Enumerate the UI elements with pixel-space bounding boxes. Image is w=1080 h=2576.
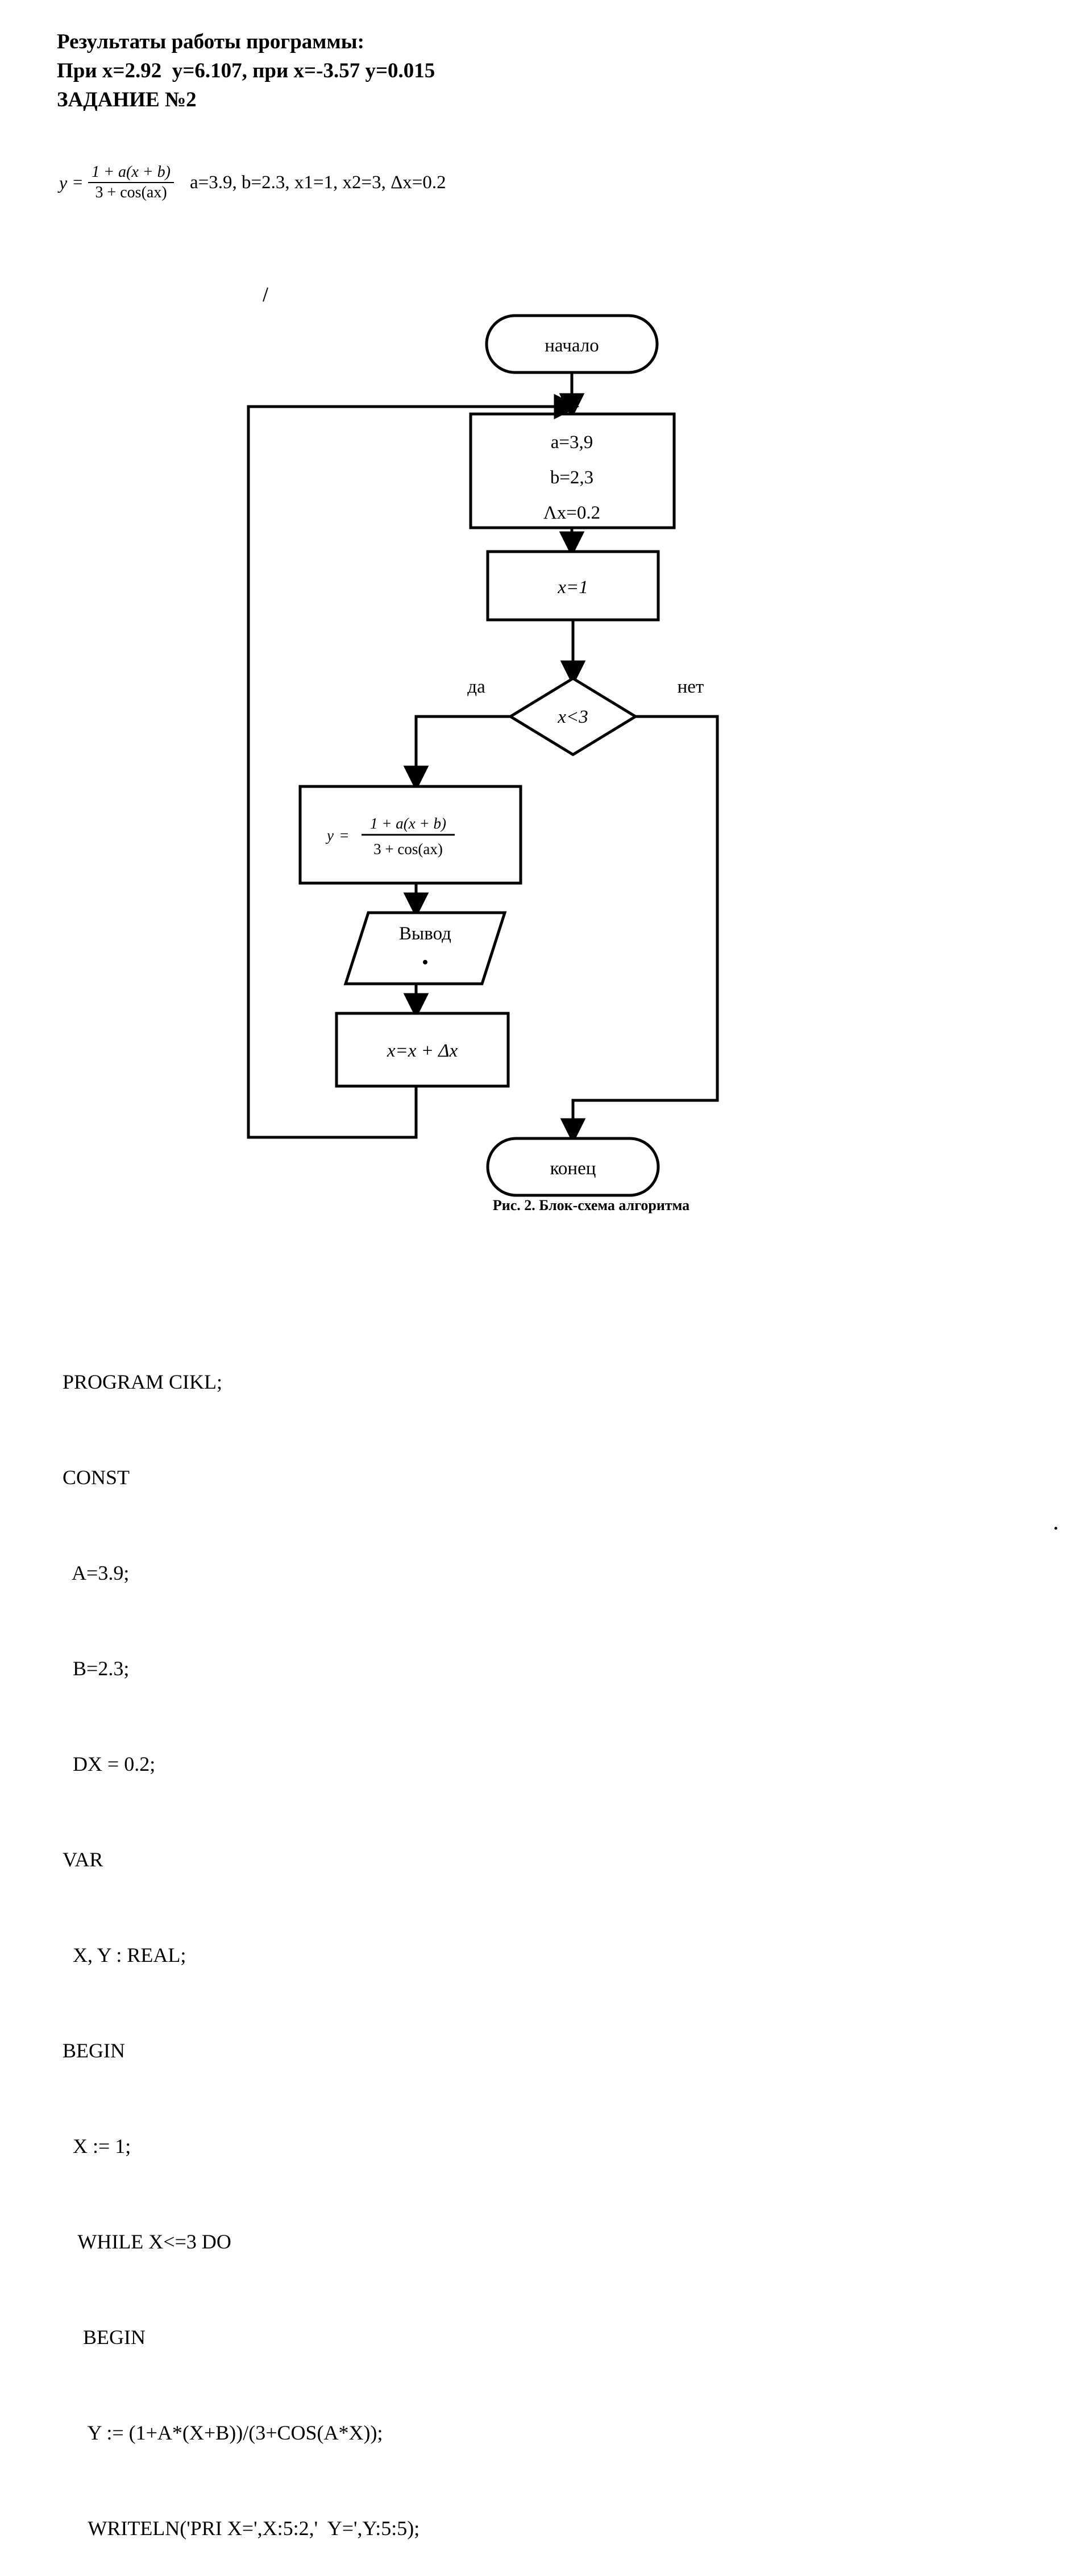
task-formula-equals: = xyxy=(73,173,83,192)
flow-node-init-b: b=2,3 xyxy=(550,467,593,488)
heading-line-values: При x=2.92 y=6.107, при x=-3.57 y=0.015 xyxy=(57,59,435,82)
code-line: BEGIN xyxy=(63,2326,146,2349)
code-line: X := 1; xyxy=(63,2135,131,2157)
task-formula-numerator: 1 + a(x + b) xyxy=(92,163,171,181)
flow-node-start: начало xyxy=(485,314,659,374)
task-formula: y = 1 + a(x + b) 3 + cos(ax) xyxy=(59,163,174,202)
code-line: WHILE X<=3 DO xyxy=(63,2230,231,2253)
flow-node-decision: x<3 xyxy=(508,677,638,756)
fraction-bar xyxy=(88,182,174,183)
flow-node-init-dx: Λx=0.2 xyxy=(543,503,600,523)
flow-node-start-label: начало xyxy=(545,336,599,356)
code-line: PROGRAM CIKL; xyxy=(63,1370,223,1393)
flow-node-decision-label: x<3 xyxy=(557,707,588,727)
flow-node-assign-x-label: x=1 xyxy=(557,577,588,598)
code-line: CONST xyxy=(63,1466,130,1489)
flow-node-calc-lhs: y xyxy=(325,827,334,844)
flow-node-output-label: Вывод xyxy=(399,923,451,944)
task-parameters: a=3.9, b=2.3, x1=1, x2=3, Δx=0.2 xyxy=(190,172,446,193)
flow-node-calc-denominator: 3 + cos(ax) xyxy=(373,840,443,858)
heading-line-task-number: ЗАДАНИЕ №2 xyxy=(57,88,197,111)
task-formula-lhs: y xyxy=(59,172,68,193)
scan-speck xyxy=(1054,1527,1057,1530)
flow-node-calc: y = 1 + a(x + b) 3 + cos(ax) xyxy=(298,785,522,885)
figure-caption: Рис. 2. Блок-схема алгоритма xyxy=(0,1197,1080,1214)
connector-no-branch xyxy=(560,715,719,1144)
code-line: VAR xyxy=(63,1848,103,1871)
figure-caption-text: Рис. 2. Блок-схема алгоритма xyxy=(492,1197,690,1214)
flowchart-diagram: начало a=3,9 b=2,3 Λx=0.2 x=1 x<3 да нет… xyxy=(247,314,719,1197)
flow-node-init-a: a=3,9 xyxy=(551,432,593,453)
code-line: Y := (1+A*(X+B))/(3+COS(A*X)); xyxy=(63,2421,383,2444)
task-formula-row: y = 1 + a(x + b) 3 + cos(ax) a=3.9, b=2.… xyxy=(59,163,446,202)
flow-node-calc-numerator: 1 + a(x + b) xyxy=(370,815,446,832)
task-formula-fraction: 1 + a(x + b) 3 + cos(ax) xyxy=(88,163,174,202)
branch-label-no: нет xyxy=(678,677,704,697)
flow-node-calc-equals: = xyxy=(340,827,348,844)
connector-loop-back xyxy=(247,394,580,1139)
scan-artifact-tick xyxy=(263,287,268,302)
code-line: X, Y : REAL; xyxy=(63,1944,186,1966)
flow-node-increment: x=x + Δx xyxy=(335,1012,510,1088)
results-heading-block: Результаты работы программы: При x=2.92 … xyxy=(57,27,909,114)
branch-label-yes: да xyxy=(467,677,485,697)
flow-node-end: конец xyxy=(486,1137,660,1197)
flow-node-increment-label: x=x + Δx xyxy=(387,1041,458,1061)
code-line: A=3.9; xyxy=(63,1562,130,1584)
pascal-code-listing: PROGRAM CIKL; CONST A=3.9; B=2.3; DX = 0… xyxy=(63,1302,1029,2576)
code-line: WRITELN('PRI X=',X:5:2,' Y=',Y:5:5); xyxy=(63,2517,420,2540)
flow-node-end-label: конец xyxy=(550,1158,596,1179)
code-line: B=2.3; xyxy=(63,1657,130,1680)
code-line: BEGIN xyxy=(63,2039,125,2062)
scan-artifact-dot xyxy=(423,960,427,964)
connector-yes-branch xyxy=(403,715,510,792)
code-line: DX = 0.2; xyxy=(63,1753,156,1775)
flow-node-output: Вывод xyxy=(343,911,507,985)
flow-node-init: a=3,9 b=2,3 Λx=0.2 xyxy=(469,412,676,529)
task-formula-denominator: 3 + cos(ax) xyxy=(95,184,167,201)
heading-line-results: Результаты работы программы: xyxy=(57,30,364,53)
flow-node-assign-x: x=1 xyxy=(486,550,660,622)
